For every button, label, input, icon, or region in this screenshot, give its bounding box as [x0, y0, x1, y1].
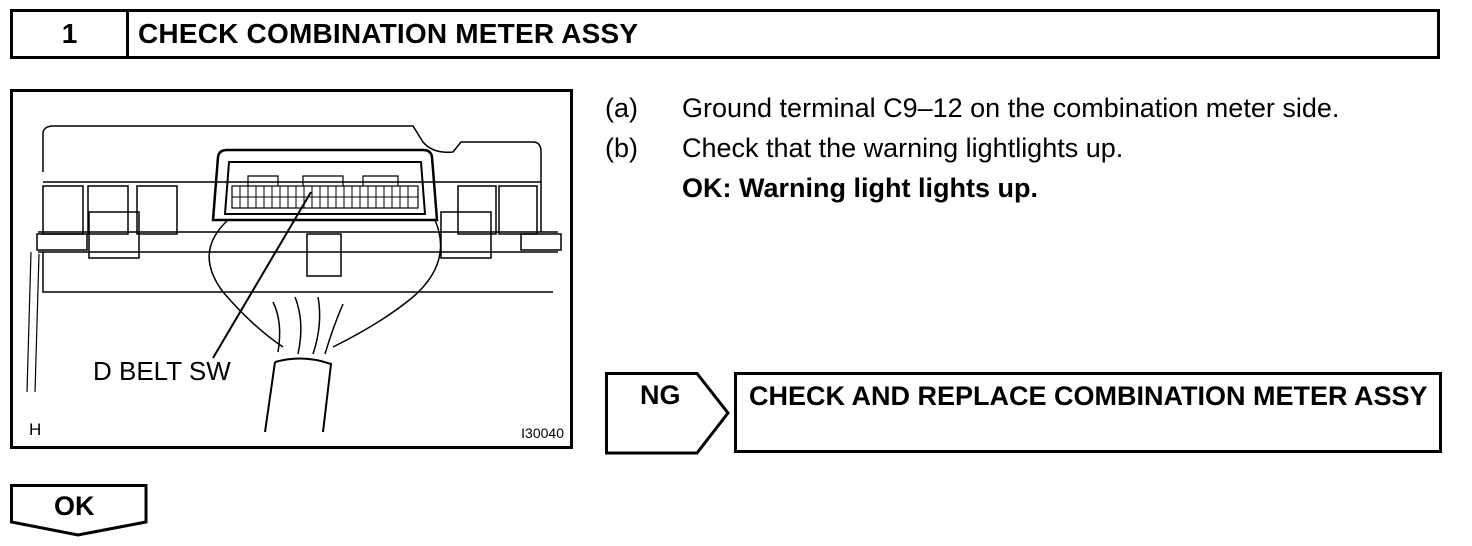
figure-corner-mark: H: [29, 420, 42, 439]
instruction-list: (a) Ground terminal C9–12 on the combina…: [605, 88, 1339, 208]
instruction-step: (a) Ground terminal C9–12 on the combina…: [605, 88, 1339, 128]
ok-arrow-icon: [10, 484, 148, 537]
step-label: (b): [605, 133, 638, 163]
d-belt-sw-callout: D BELT SW: [93, 356, 231, 386]
connector-illustration: D BELT SW H I30040: [10, 89, 573, 449]
ng-arrow-icon: [605, 372, 730, 455]
instruction-step: (b) Check that the warning lightlights u…: [605, 128, 1339, 168]
step-title: CHECK COMBINATION METER ASSY: [138, 18, 639, 49]
step-number: 1: [13, 12, 129, 56]
ng-action-box: CHECK AND REPLACE COMBINATION METER ASSY: [734, 372, 1442, 453]
figure-id: I30040: [521, 425, 564, 441]
combination-meter-drawing: [26, 125, 562, 433]
ok-specification: OK: Warning light lights up.: [682, 173, 1038, 203]
ng-label: NG: [640, 380, 681, 410]
step-label: (a): [605, 93, 638, 123]
ok-label: OK: [54, 491, 95, 521]
step-text: Check that the warning lightlights up.: [682, 133, 1124, 163]
step-text: Ground terminal C9–12 on the combination…: [682, 93, 1340, 123]
step-header: 1 CHECK COMBINATION METER ASSY: [10, 9, 1440, 59]
